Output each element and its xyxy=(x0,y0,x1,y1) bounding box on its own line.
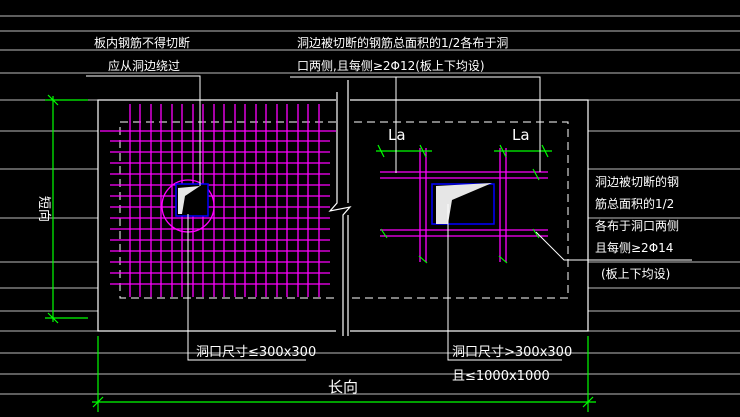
small-hole-size-label: 洞口尺寸≤300x300 xyxy=(196,345,316,360)
leader-lines xyxy=(86,75,692,361)
note-left-line1: 板内钢筋不得切断 xyxy=(94,35,190,50)
rebar-ticks xyxy=(380,168,540,264)
note-right-line2: 筋总面积的1/2 xyxy=(595,196,674,211)
large-hole xyxy=(431,183,495,225)
long-direction-dimension xyxy=(92,336,596,412)
note-middle-line2: 口两侧,且每侧≥2Φ12(板上下均设) xyxy=(297,58,485,73)
note-right-line1: 洞边被切断的钢 xyxy=(595,174,679,189)
break-line xyxy=(328,80,352,336)
note-middle-line1: 洞边被切断的钢筋总面积的1/2各布于洞 xyxy=(297,35,508,50)
short-direction-dimension xyxy=(45,94,88,324)
long-direction-label: 长向 xyxy=(328,378,358,396)
right-rebar xyxy=(380,148,548,262)
note-right-line4: 且每侧≥2Φ14 xyxy=(595,240,673,255)
small-hole xyxy=(175,183,209,217)
note-right-line5: (板上下均设) xyxy=(601,267,670,281)
la-label-left: La xyxy=(388,126,406,144)
large-hole-size-label-line1: 洞口尺寸>300x300 xyxy=(452,345,572,360)
short-direction-label: 短向 xyxy=(36,196,52,222)
large-hole-size-label-line2: 且≤1000x1000 xyxy=(452,369,550,384)
left-rebar-grid xyxy=(100,104,336,297)
la-dimension-lines xyxy=(376,144,552,158)
note-left-line2: 应从洞边绕过 xyxy=(108,58,180,73)
la-label-right: La xyxy=(512,126,530,144)
note-right-line3: 各布于洞口两侧 xyxy=(595,218,679,233)
